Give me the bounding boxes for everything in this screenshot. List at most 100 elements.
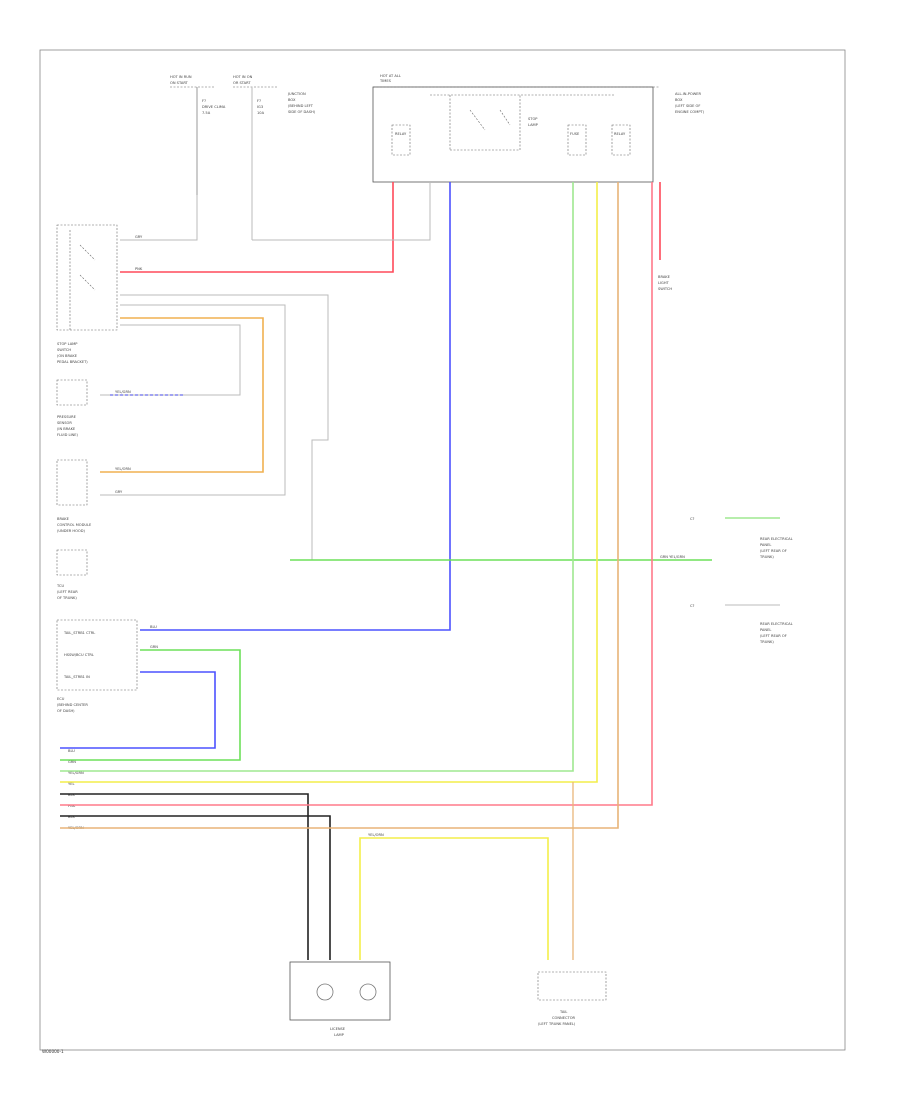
tcu-label-2: (LEFT REAR	[57, 590, 78, 594]
wire-gray-2	[252, 182, 431, 241]
harness-wire-5: BLK	[68, 793, 75, 797]
ign-fuse-b-label-1: HOT IN ON	[233, 75, 253, 79]
tcu-label-1: TCU	[56, 584, 64, 588]
rear-panel-b-4: TRUNK)	[759, 640, 774, 644]
label-wire-green-long: GRN YEL/GRN	[660, 555, 685, 559]
harness-labels: BLU GRN YEL/GRN YEL BLK PNK BLK YEL/ORN	[68, 749, 84, 830]
pressure-sensor-label-3: (IN BRAKE	[57, 427, 76, 431]
ign-fuse-a-f1: F?	[202, 99, 206, 103]
harness-wire-4: YEL	[68, 782, 74, 786]
ecu-label-3: OF DASH)	[57, 709, 75, 713]
pressure-sensor-label-2: SENSOR	[57, 421, 72, 425]
label-wire-gray: GRY	[135, 235, 143, 239]
label-wire-gray-2: GRY	[115, 490, 123, 494]
lamp-bulb-icon	[316, 983, 334, 1001]
ecu-label-1: ECU	[57, 697, 65, 701]
tail-connector-label-1: TAIL	[559, 1010, 567, 1014]
pressure-sensor: PRESSURE SENSOR (IN BRAKE FLUID LINE)	[56, 379, 88, 437]
label-wire-red: PNK	[135, 267, 143, 271]
label-wire-orange: YEL/ORN	[115, 467, 131, 471]
wire-gray-1	[120, 195, 198, 241]
fuse-box-desc-4: ENGINE COMPT)	[675, 110, 705, 114]
tail-connector: TAIL CONNECTOR (LEFT TRUNK PANEL)	[537, 971, 607, 1026]
tcu-module: TCU (LEFT REAR OF TRUNK)	[56, 549, 88, 600]
stop-switch-label-4: PEDAL BRACKET)	[57, 360, 88, 364]
brake-control-module: BRAKE CONTROL MODULE (UNDER HOOD)	[56, 459, 92, 533]
ign-fuse-b-f3: 10A	[257, 111, 265, 115]
rear-panel-b-2: PANEL	[760, 628, 771, 632]
relay-label-1: RELAY	[395, 132, 407, 136]
tcu-label-3: OF TRUNK)	[57, 596, 77, 600]
label-wire-tan: YEL/ORN	[368, 833, 384, 837]
relay-label-2: STOP	[528, 117, 538, 121]
label-connector-a: C?	[690, 517, 695, 521]
harness-wire-6: PNK	[68, 804, 76, 808]
wire-labels: PNK GRY BLU GRN YEL/ORN GRN YEL/GRN YEL/…	[115, 235, 695, 837]
wire-blue-ecu	[60, 671, 216, 749]
label-connector-b: C?	[690, 604, 695, 608]
junction-note-1: JUNCTION	[287, 92, 306, 96]
ign-fuse-b-f2: IG3	[257, 105, 263, 109]
wire-pink	[60, 182, 653, 806]
ground-label: BRAKE LIGHT SWITCH	[658, 275, 672, 291]
pressure-sensor-label-1: PRESSURE	[57, 415, 77, 419]
rear-panel-b-3: (LEFT REAR OF	[760, 634, 787, 638]
ign-fuse-a-label-1: HOT IN RUN	[170, 75, 192, 79]
brake-module-label-2: CONTROL MODULE	[57, 523, 92, 527]
rear-panel-a-3: (LEFT REAR OF	[760, 549, 787, 553]
label-wire-green: GRN	[150, 645, 158, 649]
ground-label-1: BRAKE	[658, 275, 671, 279]
ign-fuse-b-f1: F?	[257, 99, 261, 103]
fuse-box-desc-1: ALL-IN-POWER	[675, 92, 702, 96]
label-wire-purple: YEL/GRN	[115, 390, 131, 394]
ign-fuse-a-f2: DRIVE CLIMA	[202, 105, 226, 109]
page-id: W00000-1	[42, 1049, 64, 1054]
stop-lamp-switch: STOP LAMP SWITCH (ON BRAKE PEDAL BRACKET…	[56, 224, 118, 364]
relay-label-5: RELAY	[614, 132, 626, 136]
pressure-sensor-label-4: FLUID LINE)	[57, 433, 79, 437]
fuse-box-label-1: HOT AT ALL	[380, 74, 401, 78]
ecu-module: TAIL_STRB1 CTRL HSSW/BCU CTRL TAIL_STRB1…	[56, 619, 138, 713]
rear-panel-a-4: TRUNK)	[759, 555, 774, 559]
ign-fuse-a-f3: 7.5A	[202, 111, 211, 115]
tail-connector-label-2: CONNECTOR	[552, 1016, 576, 1020]
junction-note-3: (BEHIND LEFT	[288, 104, 314, 108]
fuse-box-desc-2: BOX	[675, 98, 683, 102]
brake-module-label-1: BRAKE	[57, 517, 70, 521]
harness-wire-3: YEL/GRN	[68, 771, 84, 775]
wire-blue-main	[140, 182, 451, 631]
brake-module-label-3: (UNDER HOOD)	[57, 529, 86, 533]
relay-label-4: FUSE	[570, 132, 580, 136]
wire-gray-5	[100, 324, 241, 396]
rear-panel-b: REAR ELECTRICAL PANEL (LEFT REAR OF TRUN…	[759, 622, 793, 644]
ground-label-3: SWITCH	[658, 287, 672, 291]
rear-panel-b-1: REAR ELECTRICAL	[760, 622, 793, 626]
harness-wire-1: BLU	[68, 749, 75, 753]
wire-gray-4	[100, 304, 286, 496]
ground-label-2: LIGHT	[658, 281, 670, 285]
wire-gray-3	[120, 294, 329, 560]
ign-fuse-a-label-2: ON START	[170, 81, 189, 85]
license-lamp: LICENSE LAMP	[289, 961, 391, 1037]
diagram-frame	[39, 49, 846, 1051]
ecu-label-2: (BEHIND CENTER	[57, 703, 88, 707]
junction-note-4: SIDE OF DASH)	[288, 110, 316, 114]
ecu-pin-1: TAIL_STRB1 CTRL	[63, 631, 95, 635]
wire-green-ecu	[60, 649, 241, 761]
rear-panel-a: REAR ELECTRICAL PANEL (LEFT REAR OF TRUN…	[759, 537, 793, 559]
harness-wire-7: BLK	[68, 815, 75, 819]
wire-yellow	[60, 182, 598, 783]
ecu-pin-3: TAIL_STRB1 IN	[63, 675, 90, 679]
wire-yellow-lamp	[359, 837, 549, 960]
rear-panel-a-2: PANEL	[760, 543, 771, 547]
wire-yellowgreen	[60, 182, 574, 772]
label-wire-blue: BLU	[150, 625, 157, 629]
fuse-box-label-2: TIMES	[379, 79, 392, 83]
harness-wire-2: GRN	[68, 760, 76, 764]
wire-black-2	[60, 815, 331, 960]
lamp-bulb-icon	[359, 983, 377, 1001]
license-lamp-label-1: LICENSE	[330, 1027, 346, 1031]
wire-orange	[100, 317, 264, 473]
